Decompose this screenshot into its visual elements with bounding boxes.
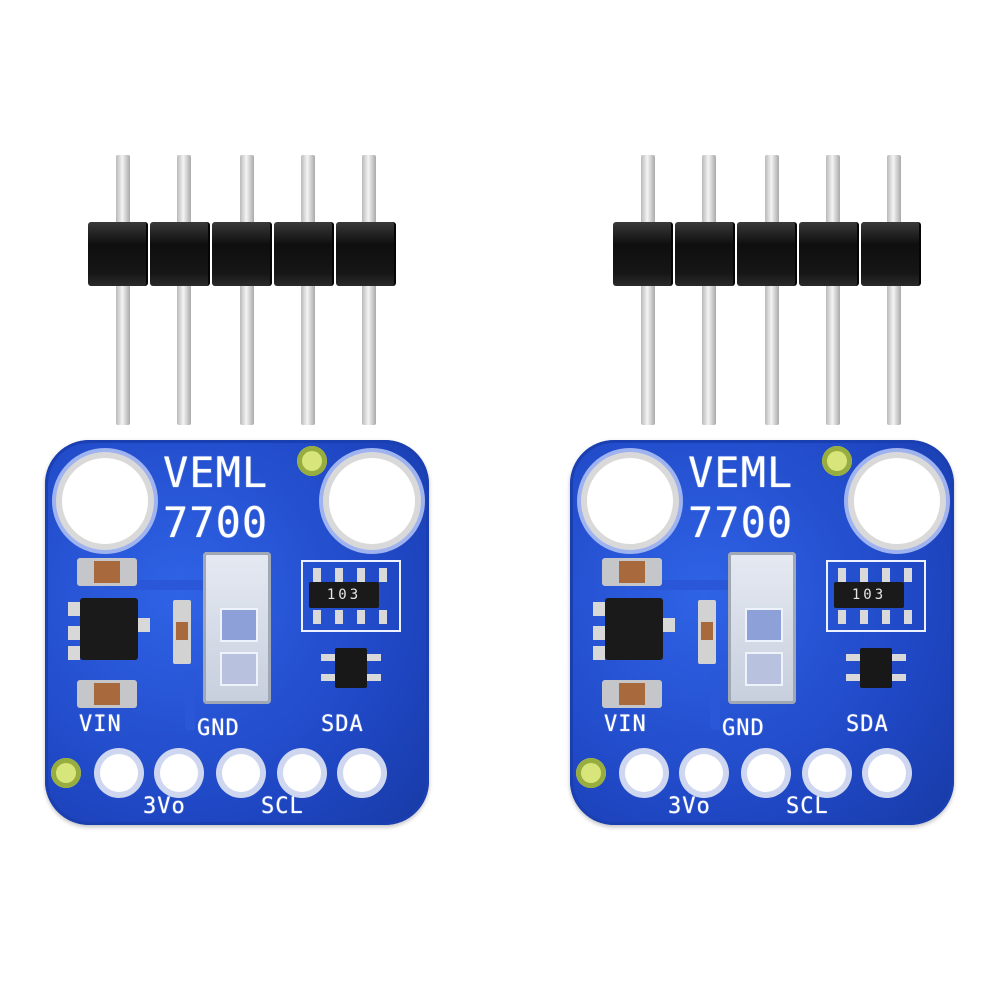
pin-label-vin: VIN: [604, 712, 647, 737]
light-sensor-chip: [728, 552, 796, 704]
header-pin: [826, 285, 840, 425]
sensor-module-left: VEML 7700 103 VIN GND: [0, 0, 500, 1001]
voltage-regulator: [80, 598, 138, 660]
fiducial: [576, 758, 606, 788]
mounting-hole: [854, 458, 940, 544]
resistor: [698, 600, 716, 664]
header-pin: [301, 285, 315, 425]
fiducial: [297, 446, 327, 476]
pin-label-3vo: 3Vo: [668, 794, 711, 819]
fiducial: [822, 446, 852, 476]
mounting-hole: [329, 458, 415, 544]
header-pin: [641, 155, 655, 230]
header-pin: [362, 285, 376, 425]
pcb-board: VEML 7700 103 VIN GND SDA: [570, 440, 954, 825]
pin-header: [88, 222, 396, 286]
header-pin: [826, 155, 840, 230]
header-pin: [240, 155, 254, 230]
header-pin: [702, 285, 716, 425]
pin-label-gnd: GND: [722, 716, 765, 741]
fiducial: [51, 758, 81, 788]
pin-label-sda: SDA: [846, 712, 889, 737]
solder-pad: [625, 754, 663, 792]
header-pin: [765, 285, 779, 425]
capacitor: [77, 558, 137, 586]
pin-label-3vo: 3Vo: [143, 794, 186, 819]
voltage-regulator: [605, 598, 663, 660]
solder-pad: [808, 754, 846, 792]
header-pin: [116, 285, 130, 425]
chip-name-line2: 7700: [688, 498, 794, 547]
level-shifter-chip: [335, 648, 367, 688]
header-pin: [362, 155, 376, 230]
resistor-array: 103: [834, 582, 904, 608]
solder-pad: [222, 754, 260, 792]
header-pin: [177, 285, 191, 425]
solder-pad: [343, 754, 381, 792]
header-pin: [887, 285, 901, 425]
pin-label-sda: SDA: [321, 712, 364, 737]
header-pin: [301, 155, 315, 230]
solder-pad: [160, 754, 198, 792]
solder-pad: [868, 754, 906, 792]
capacitor: [602, 558, 662, 586]
solder-pad: [100, 754, 138, 792]
solder-pad: [685, 754, 723, 792]
level-shifter-chip: [860, 648, 892, 688]
header-pin: [177, 155, 191, 230]
mounting-hole: [62, 458, 148, 544]
header-pin: [702, 155, 716, 230]
sensor-module-right: VEML 7700 103 VIN GND SDA: [525, 0, 1001, 1001]
pin-label-vin: VIN: [79, 712, 122, 737]
solder-pad: [283, 754, 321, 792]
header-pin: [240, 285, 254, 425]
header-pin: [641, 285, 655, 425]
pin-label-scl: SCL: [786, 794, 829, 819]
pin-header: [613, 222, 921, 286]
capacitor: [77, 680, 137, 708]
chip-name-line2: 7700: [163, 498, 269, 547]
header-pin: [765, 155, 779, 230]
resistor: [173, 600, 191, 664]
mounting-hole: [587, 458, 673, 544]
chip-name-line1: VEML: [163, 448, 269, 497]
light-sensor-chip: [203, 552, 271, 704]
pcb-board: VEML 7700 103 VIN GND: [45, 440, 429, 825]
solder-pad: [747, 754, 785, 792]
pin-label-gnd: GND: [197, 716, 240, 741]
chip-name-line1: VEML: [688, 448, 794, 497]
header-pin: [116, 155, 130, 230]
resistor-array: 103: [309, 582, 379, 608]
capacitor: [602, 680, 662, 708]
pin-label-scl: SCL: [261, 794, 304, 819]
header-pin: [887, 155, 901, 230]
